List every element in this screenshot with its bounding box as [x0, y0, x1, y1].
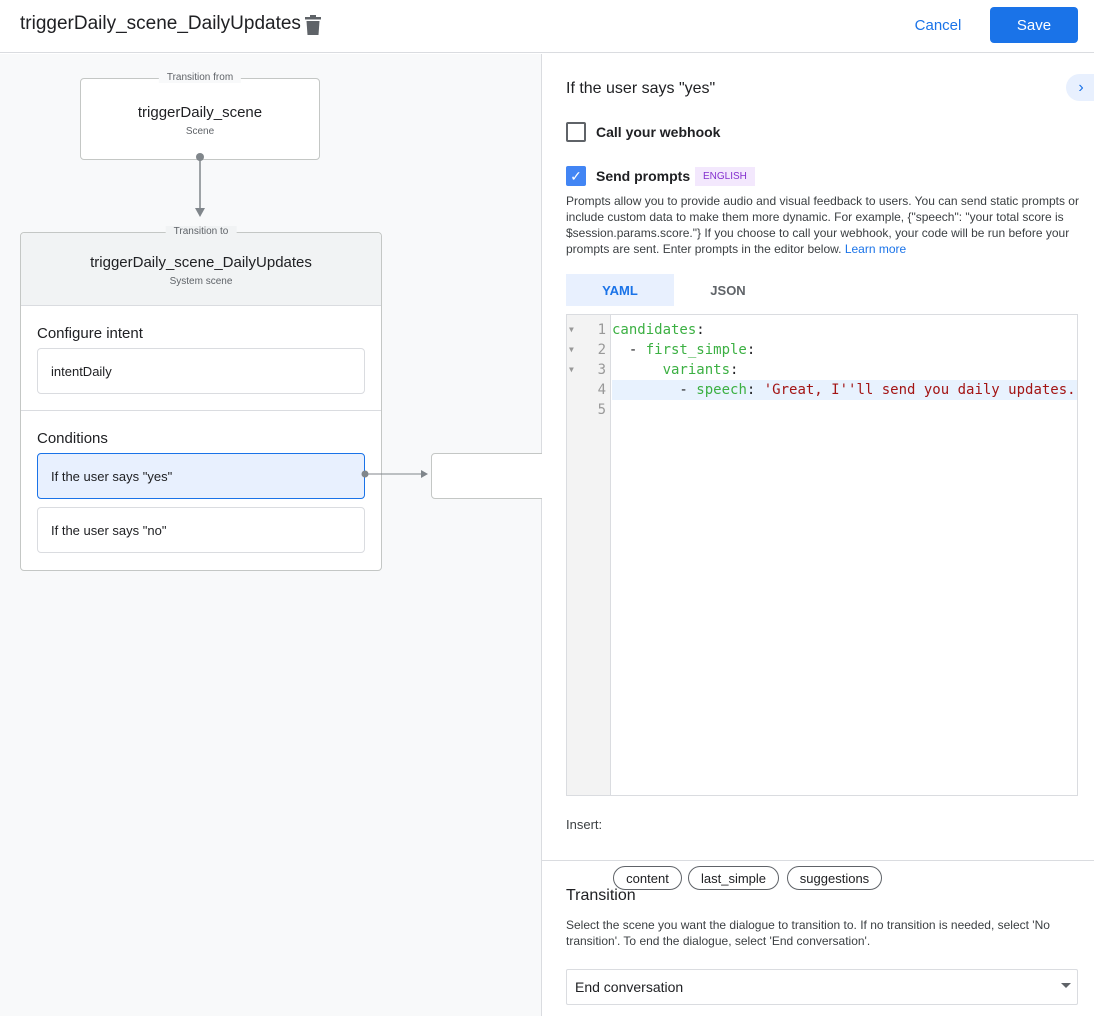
editor-content[interactable]: candidates: - first_simple: variants: - …	[612, 320, 1077, 420]
page-title: triggerDaily_scene_DailyUpdates	[20, 13, 301, 34]
cancel-button[interactable]: Cancel	[914, 16, 962, 34]
details-panel: If the user says "yes" › Call your webho…	[542, 54, 1094, 1016]
code-line: - first_simple:	[612, 342, 756, 358]
fold-icon[interactable]: ▼	[569, 345, 574, 354]
tab-json[interactable]: JSON	[710, 282, 746, 298]
divider	[542, 860, 1094, 861]
from-scene-name: triggerDaily_scene	[137, 104, 263, 121]
line-number: 4	[597, 382, 606, 398]
line-number: 1	[597, 322, 606, 338]
code-line-active: - speech: 'Great, I''ll send you daily u…	[612, 380, 1077, 400]
transition-from-node[interactable]: Transition from triggerDaily_scene Scene	[80, 72, 320, 160]
intent-field[interactable]: intentDaily	[37, 348, 365, 394]
prompts-description: Prompts allow you to provide audio and v…	[566, 193, 1080, 257]
insert-label: Insert:	[566, 817, 603, 832]
learn-more-link[interactable]: Learn more	[844, 242, 907, 256]
empty-target-node[interactable]	[431, 453, 551, 499]
editor-gutter: ▼ 1 ▼ 2 ▼ 3 4 5	[567, 315, 611, 795]
configure-intent-label: Configure intent	[37, 325, 143, 342]
webhook-checkbox[interactable]	[566, 122, 586, 142]
panel-title: If the user says "yes"	[566, 80, 716, 97]
transition-arrow	[195, 153, 205, 217]
insert-chip-last-simple[interactable]: last_simple	[688, 866, 779, 890]
condition-yes[interactable]: If the user says "yes"	[37, 453, 365, 499]
trash-icon[interactable]	[304, 14, 322, 36]
top-bar: triggerDaily_scene_DailyUpdates Cancel S…	[0, 0, 1094, 53]
tab-yaml[interactable]: YAML	[566, 274, 674, 306]
check-icon: ✓	[570, 168, 582, 184]
insert-chip-suggestions[interactable]: suggestions	[787, 866, 882, 890]
insert-chip-content[interactable]: content	[613, 866, 682, 890]
line-number: 5	[597, 402, 606, 418]
transition-to-node: Transition to triggerDaily_scene_DailyUp…	[20, 226, 382, 571]
line-number: 3	[597, 362, 606, 378]
webhook-label: Call your webhook	[596, 124, 721, 140]
transition-title: Transition	[566, 887, 636, 904]
fold-icon[interactable]: ▼	[569, 365, 574, 374]
to-scene-type: System scene	[169, 276, 233, 287]
fold-icon[interactable]: ▼	[569, 325, 574, 334]
conditions-label: Conditions	[37, 430, 108, 447]
code-line: candidates:	[612, 322, 705, 338]
transition-select[interactable]: End conversation	[566, 969, 1078, 1005]
transition-selected-value: End conversation	[575, 979, 684, 995]
code-line	[612, 400, 1077, 420]
transition-from-legend: Transition from	[158, 72, 242, 83]
prompts-checkbox[interactable]: ✓	[566, 166, 586, 186]
description-text: Prompts allow you to provide audio and v…	[566, 194, 1079, 256]
to-scene-name: triggerDaily_scene_DailyUpdates	[90, 254, 312, 271]
from-scene-type: Scene	[185, 126, 215, 137]
prompts-label: Send prompts	[596, 168, 691, 184]
dropdown-arrow-icon	[1061, 983, 1071, 988]
collapse-panel-button[interactable]: ›	[1066, 74, 1094, 101]
code-line: variants:	[662, 362, 739, 378]
transition-to-legend: Transition to	[165, 226, 237, 237]
code-editor[interactable]: ▼ 1 ▼ 2 ▼ 3 4 5 candidates: - first_simple:…	[566, 314, 1078, 796]
chevron-right-icon: ›	[1078, 78, 1084, 96]
line-number: 2	[597, 342, 606, 358]
language-badge: ENGLISH	[695, 167, 755, 186]
transition-description: Select the scene you want the dialogue t…	[566, 918, 1050, 948]
condition-no[interactable]: If the user says "no"	[37, 507, 365, 553]
flow-canvas: Transition from triggerDaily_scene Scene…	[0, 54, 551, 1016]
save-button[interactable]: Save	[990, 7, 1078, 43]
condition-connector	[361, 470, 428, 478]
